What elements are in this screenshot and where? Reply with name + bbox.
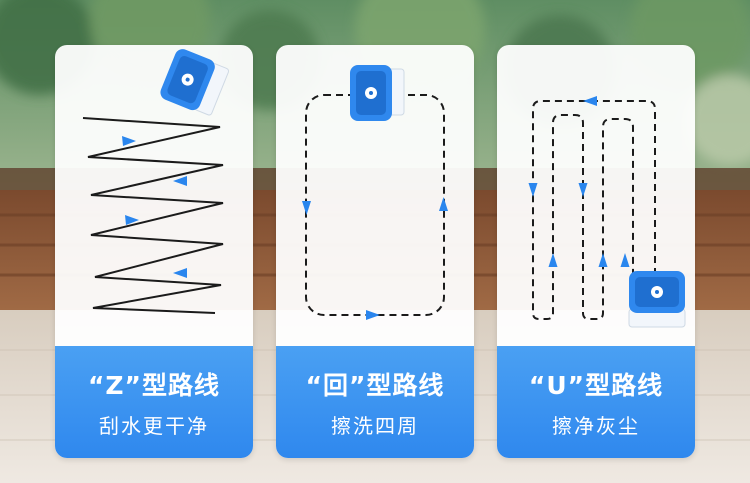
card-subtitle: 刮水更干净 <box>99 414 209 438</box>
arrow-up-icon <box>598 253 608 267</box>
window-cleaner-robot-icon <box>160 49 230 116</box>
u-route-path <box>532 100 656 320</box>
arrow-down-icon <box>578 183 588 197</box>
hui-route-diagram <box>302 65 448 320</box>
card-subtitle: 擦洗四周 <box>331 414 419 438</box>
arrow-up-icon <box>439 197 448 211</box>
window-cleaner-robot-icon <box>350 65 405 121</box>
arrow-left-icon <box>173 176 187 186</box>
card-title: “回”型路线 <box>305 371 445 400</box>
arrow-right-icon <box>125 215 139 225</box>
hui-route-path <box>305 94 445 316</box>
arrow-up-icon <box>548 253 558 267</box>
card-u-route: “U”型路线 擦净灰尘 <box>497 45 695 458</box>
card-hui-route: “回”型路线 擦洗四周 <box>276 45 474 458</box>
card-z-route: “Z”型路线 刮水更干净 <box>55 45 253 458</box>
z-route-diagram <box>82 49 230 314</box>
card-title: “U”型路线 <box>528 371 664 400</box>
card-hui-caption: “回”型路线 擦洗四周 <box>276 346 474 458</box>
u-route-diagram <box>528 96 686 328</box>
arrow-left-icon <box>583 96 597 106</box>
window-cleaner-robot-icon <box>628 271 686 328</box>
arrow-down-icon <box>302 201 311 215</box>
arrow-right-icon <box>366 310 380 320</box>
arrow-down-icon <box>528 183 538 197</box>
arrow-up-icon <box>620 253 630 267</box>
card-subtitle: 擦净灰尘 <box>552 414 640 438</box>
card-u-caption: “U”型路线 擦净灰尘 <box>497 346 695 458</box>
arrow-left-icon <box>173 268 187 278</box>
z-route-path <box>82 117 224 314</box>
arrow-right-icon <box>122 136 136 146</box>
card-title: “Z”型路线 <box>88 371 220 400</box>
card-z-caption: “Z”型路线 刮水更干净 <box>55 346 253 458</box>
